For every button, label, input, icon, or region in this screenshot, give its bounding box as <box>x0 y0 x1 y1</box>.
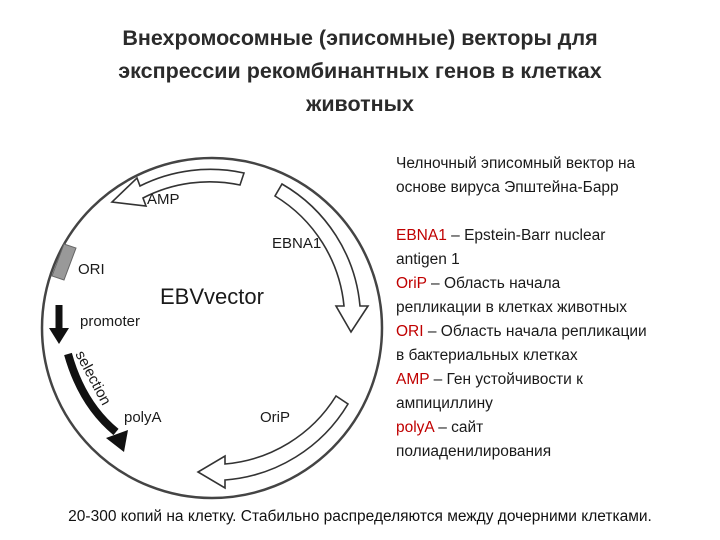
ebna1-arrow <box>273 182 370 334</box>
ori-block <box>51 243 77 281</box>
intro-line: основе вируса Эпштейна-Барр <box>396 179 619 196</box>
legend-item-orip: OriP – Область начала репликации в клетк… <box>396 272 706 320</box>
legend-item-ori: ORI – Область начала репликации в бактер… <box>396 320 706 368</box>
legend-item-ebna1: EBNA1 – Epstein-Barr nuclear antigen 1 <box>396 224 706 272</box>
legend-text: – Epstein-Barr nuclear <box>446 227 606 244</box>
legend-abbr: polyA <box>396 419 434 436</box>
legend-item-amp: AMP – Ген устойчивости к ампициллину <box>396 368 706 416</box>
ebna1-label: EBNA1 <box>272 235 321 252</box>
legend-abbr: OriP <box>396 275 427 292</box>
title-line: экспрессии рекомбинантных генов в клетка… <box>118 59 602 83</box>
promoter-arrow-head <box>49 328 69 344</box>
legend-text: – Ген устойчивости к <box>429 371 583 388</box>
ori-label: ORI <box>78 261 105 278</box>
legend-text: в бактериальных клетках <box>396 347 578 364</box>
ebv-vector-diagram: AMP EBNA1 ORI EBVvector promoter selecti… <box>20 140 410 510</box>
slide-footer: 20-300 копий на клетку. Стабильно распре… <box>68 508 652 525</box>
amp-arrow <box>110 168 246 207</box>
legend-text: репликации в клетках животных <box>396 299 628 316</box>
slide-title: Внехромосомные (эписомные) векторы для э… <box>40 22 680 121</box>
legend-abbr: ORI <box>396 323 424 340</box>
legend-text: – Область начала <box>426 275 561 292</box>
selection-arrow-head <box>106 430 128 452</box>
description-panel: Челночный эписомный вектор на основе вир… <box>396 152 706 464</box>
promoter-label: promoter <box>80 313 140 330</box>
legend-text: antigen 1 <box>396 251 460 268</box>
legend-text: ампициллину <box>396 395 493 412</box>
polya-label: polyA <box>124 409 162 426</box>
legend-abbr: AMP <box>396 371 430 388</box>
title-line: животных <box>306 92 414 116</box>
legend-text: полиаденилирования <box>396 443 552 460</box>
amp-label: AMP <box>147 191 180 208</box>
vector-description: Челночный эписомный вектор на основе вир… <box>396 152 706 200</box>
title-line: Внехромосомные (эписомные) векторы для <box>122 26 598 50</box>
intro-line: Челночный эписомный вектор на <box>396 155 636 172</box>
selection-arrow <box>64 352 119 436</box>
center-label: EBVvector <box>160 284 264 309</box>
legend-item-polya: polyA – сайт полиаденилирования <box>396 416 706 464</box>
legend-abbr: EBNA1 <box>396 227 447 244</box>
orip-label: OriP <box>260 409 290 426</box>
legend-text: – сайт <box>433 419 484 436</box>
plasmid-ring <box>40 156 384 500</box>
orip-arrow <box>196 394 350 490</box>
legend-text: – Область начала репликации <box>423 323 647 340</box>
